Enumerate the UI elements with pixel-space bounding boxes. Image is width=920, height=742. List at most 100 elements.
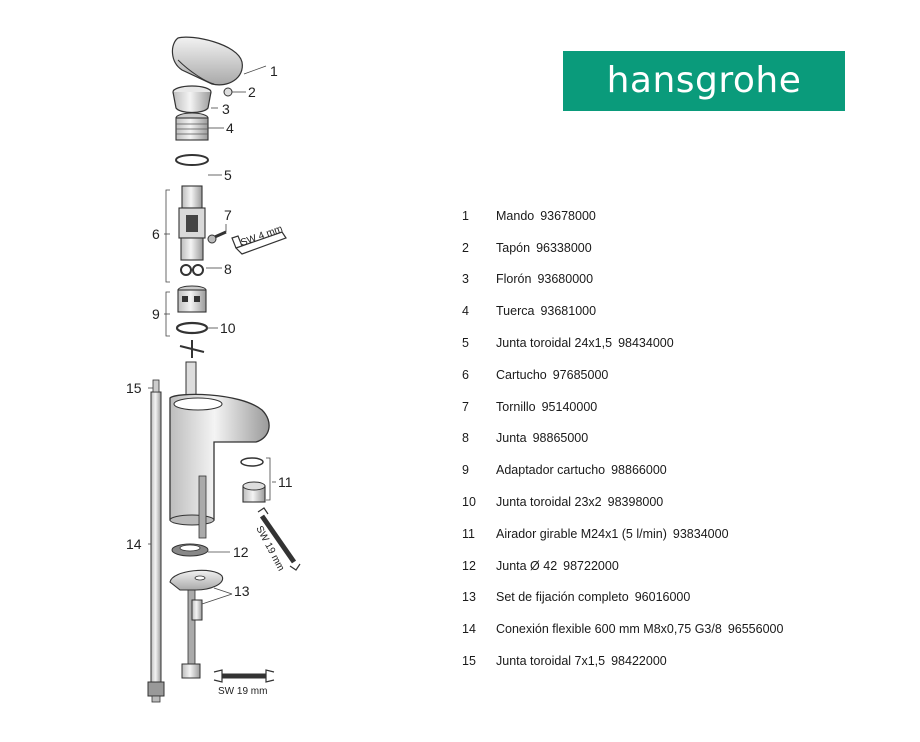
callout-8: 8 xyxy=(224,261,232,277)
screw-part xyxy=(207,230,227,244)
part-row: 13 Set de fijación completo 96016000 xyxy=(462,582,902,614)
part-number: 6 xyxy=(462,367,469,382)
part-number: 2 xyxy=(462,240,469,255)
part-description: Junta toroidal 23x2 xyxy=(496,495,602,510)
o-ring-7x1-5 xyxy=(152,379,160,393)
seal-part xyxy=(180,264,204,276)
part-code: 93678000 xyxy=(540,208,596,223)
part-row: 6 Cartucho 97685000 xyxy=(462,359,902,391)
part-description: Junta toroidal 24x1,5 xyxy=(496,336,613,351)
part-code: 98422000 xyxy=(611,654,667,669)
part-row: 2 Tapón 96338000 xyxy=(462,232,902,264)
nut-wrench-tool xyxy=(213,669,275,683)
part-row: 4 Tuerca 93681000 xyxy=(462,295,902,327)
part-code: 98722000 xyxy=(563,558,619,573)
nut-part xyxy=(175,112,209,141)
part-code: 93834000 xyxy=(672,526,729,541)
aerator-part xyxy=(240,457,266,503)
part-row: 12 Junta Ø 42 98722000 xyxy=(462,550,902,582)
cartridge-adapter-part xyxy=(177,285,207,313)
part-code: 93681000 xyxy=(540,304,597,319)
seal-ring-42 xyxy=(171,543,209,557)
callout-13: 13 xyxy=(234,583,250,599)
callout-3: 3 xyxy=(222,101,230,117)
cartridge-part xyxy=(178,185,206,261)
part-code: 95140000 xyxy=(541,399,598,414)
part-description: Junta xyxy=(496,431,527,446)
callout-7: 7 xyxy=(224,207,232,223)
callout-6: 6 xyxy=(152,226,160,242)
part-code: 93680000 xyxy=(537,272,594,287)
part-number: 9 xyxy=(462,463,469,478)
part-code: 98398000 xyxy=(607,495,664,510)
escutcheon-part xyxy=(172,85,212,114)
part-number: 5 xyxy=(462,336,469,351)
callout-4: 4 xyxy=(226,120,234,136)
bottom-nut-part xyxy=(181,663,201,679)
part-description: Junta Ø 42 xyxy=(496,558,558,573)
part-description: Tuerca xyxy=(496,304,535,319)
part-number: 8 xyxy=(462,431,469,446)
part-number: 12 xyxy=(462,558,476,573)
part-number: 13 xyxy=(462,590,476,605)
part-row: 10 Junta toroidal 23x2 98398000 xyxy=(462,486,902,518)
part-row: 3 Florón 93680000 xyxy=(462,264,902,296)
part-description: Cartucho xyxy=(496,367,547,382)
part-number: 10 xyxy=(462,495,476,510)
part-row: 7 Tornillo 95140000 xyxy=(462,391,902,423)
o-ring-24x1-5 xyxy=(175,154,209,166)
part-number: 14 xyxy=(462,622,476,637)
plug-part xyxy=(223,87,233,97)
parts-list: 1 Mando 93678000 2 Tapón 96338000 3 Florón 93680… xyxy=(462,200,902,677)
handle-part xyxy=(171,36,243,86)
part-code: 98865000 xyxy=(532,431,589,446)
part-number: 11 xyxy=(462,526,475,541)
brand-logo: hansgrohe xyxy=(563,51,845,111)
part-row: 14 Conexión flexible 600 mm M8x0,75 G3/8 9… xyxy=(462,613,902,645)
hex-key-size-label: SW 4 mm xyxy=(239,223,284,248)
part-code: 96556000 xyxy=(727,622,784,637)
callout-10: 10 xyxy=(220,320,236,336)
part-code: 96016000 xyxy=(634,590,691,605)
part-row: 1 Mando 93678000 xyxy=(462,200,902,232)
o-ring-23x2 xyxy=(175,321,209,335)
part-description: Conexión flexible 600 mm M8x0,75 G3/8 xyxy=(496,622,722,637)
part-number: 7 xyxy=(462,399,469,414)
flexible-hose-part xyxy=(147,391,165,703)
part-description: Tapón xyxy=(496,240,531,255)
part-description: Tornillo xyxy=(496,399,536,414)
part-code: 98434000 xyxy=(618,336,674,351)
exploded-diagram: 1 2 3 4 5 6 7 8 9 10 11 12 13 14 15 SW 4… xyxy=(126,36,301,703)
part-number: 4 xyxy=(462,304,469,319)
part-code: 97685000 xyxy=(552,367,609,382)
part-number: 3 xyxy=(462,272,469,287)
callout-15: 15 xyxy=(126,380,142,396)
callout-5: 5 xyxy=(224,167,232,183)
cross-seal-part xyxy=(179,340,205,358)
callout-12: 12 xyxy=(233,544,249,560)
part-code: 96338000 xyxy=(536,240,592,255)
hex-key-tool xyxy=(231,231,287,255)
part-row: 11 Airador girable M24x1 (5 l/min) 9383400… xyxy=(462,518,902,550)
part-description: Mando xyxy=(496,208,535,223)
part-code: 98866000 xyxy=(611,463,667,478)
callout-1: 1 xyxy=(270,63,278,79)
part-description: Set de fijación completo xyxy=(496,590,629,605)
part-row: 8 Junta 98865000 xyxy=(462,423,902,455)
part-number: 1 xyxy=(462,208,469,223)
part-row: 5 Junta toroidal 24x1,5 98434000 xyxy=(462,327,902,359)
part-description: Florón xyxy=(496,272,532,287)
callout-11: 11 xyxy=(278,474,293,490)
nut-wrench-size-label: SW 19 mm xyxy=(218,686,267,697)
brand-name: hansgrohe xyxy=(606,60,802,101)
part-description: Airador girable M24x1 (5 l/min) xyxy=(496,526,667,541)
leader-lines xyxy=(148,65,276,605)
part-number: 15 xyxy=(462,654,476,669)
callout-2: 2 xyxy=(248,84,256,100)
aerator-wrench-tool xyxy=(257,507,301,571)
fixing-set-part xyxy=(169,569,224,621)
callout-9: 9 xyxy=(152,306,160,322)
callout-14: 14 xyxy=(126,536,142,552)
